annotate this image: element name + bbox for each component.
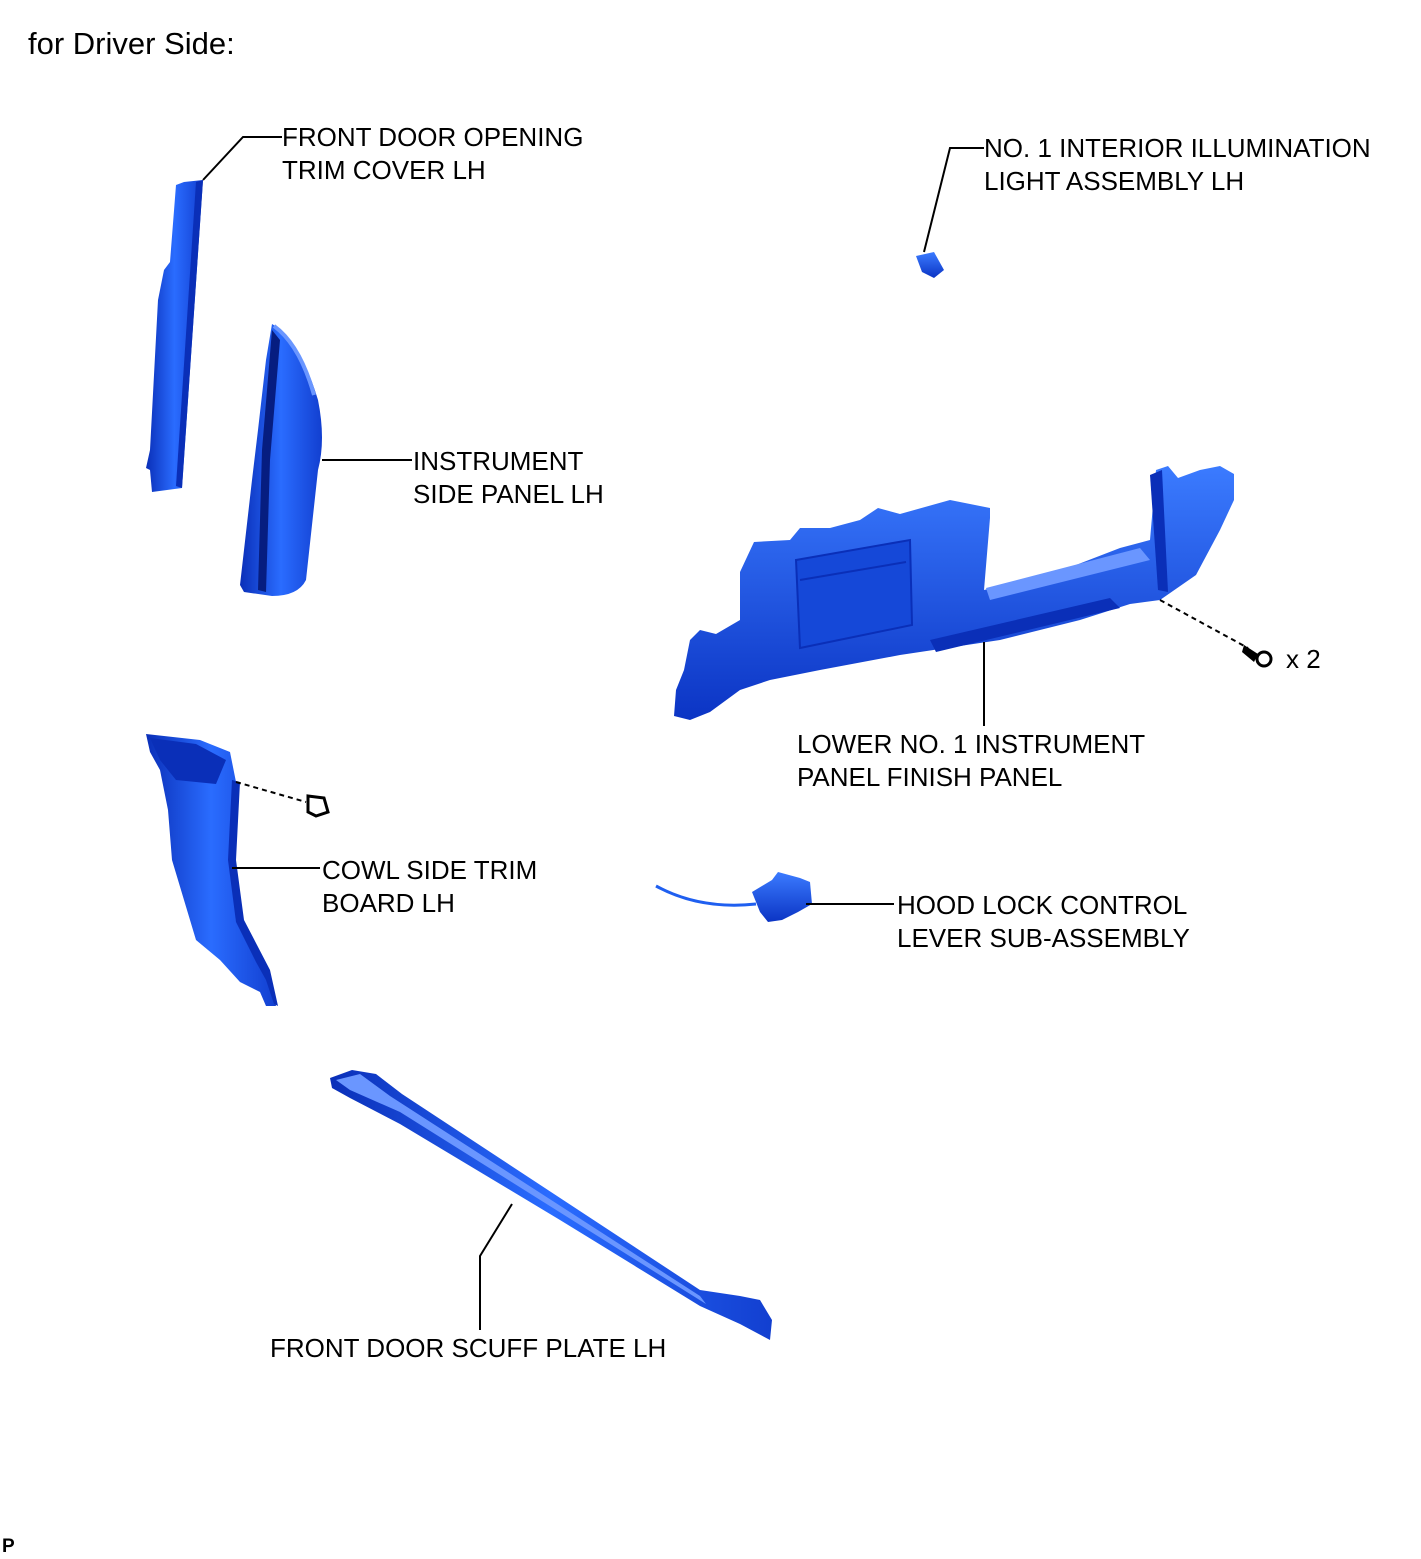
front-door-opening-trim-cover-label: FRONT DOOR OPENING TRIM COVER LH: [282, 121, 583, 187]
instrument-side-panel-label: INSTRUMENT SIDE PANEL LH: [413, 445, 604, 511]
cowl-clip-leader-dashed: [235, 781, 307, 803]
label-line-2: LEVER SUB-ASSEMBLY: [897, 923, 1190, 953]
interior-illumination-light-label: NO. 1 INTERIOR ILLUMINATION LIGHT ASSEMB…: [984, 132, 1371, 198]
label-line-1: INSTRUMENT: [413, 446, 584, 476]
label-line-2: PANEL FINISH PANEL: [797, 762, 1063, 792]
footer-mark: P: [2, 1536, 15, 1557]
label-line-2: SIDE PANEL LH: [413, 479, 604, 509]
lower-finish-panel-label: LOWER NO. 1 INSTRUMENT PANEL FINISH PANE…: [797, 728, 1145, 794]
leader-interior-illumination-light: [923, 147, 984, 253]
label-line-2: BOARD LH: [322, 888, 455, 918]
label-line-1: FRONT DOOR OPENING: [282, 122, 584, 152]
front-door-opening-trim-cover-part: [146, 180, 203, 492]
hood-lock-control-lever-label: HOOD LOCK CONTROL LEVER SUB-ASSEMBLY: [897, 889, 1190, 955]
screw-leader-dashed: [1159, 599, 1249, 649]
label-line-1: NO. 1 INTERIOR ILLUMINATION: [984, 133, 1371, 163]
hood-lock-control-lever-part: [655, 872, 812, 922]
cowl-side-trim-board-part: [146, 734, 278, 1006]
interior-illumination-light-part: [916, 252, 944, 278]
page-heading: for Driver Side:: [28, 26, 235, 61]
label-line-1: FRONT DOOR SCUFF PLATE LH: [270, 1333, 667, 1363]
screw-icon: [1242, 645, 1273, 668]
front-door-scuff-plate-label: FRONT DOOR SCUFF PLATE LH: [270, 1332, 666, 1365]
label-line-1: LOWER NO. 1 INSTRUMENT: [797, 729, 1146, 759]
label-line-2: TRIM COVER LH: [282, 155, 486, 185]
lower-finish-panel-part: [674, 466, 1234, 720]
instrument-side-panel-part: [240, 324, 322, 596]
label-line-1: HOOD LOCK CONTROL: [897, 890, 1188, 920]
screw-quantity-label: x 2: [1286, 644, 1321, 674]
clip-icon: [306, 794, 330, 818]
leader-front-door-opening-trim-cover: [202, 136, 282, 181]
label-line-2: LIGHT ASSEMBLY LH: [984, 166, 1245, 196]
front-door-scuff-plate-part: [330, 1070, 772, 1340]
label-line-1: COWL SIDE TRIM: [322, 855, 538, 885]
leader-front-door-scuff-plate: [479, 1203, 513, 1330]
cowl-side-trim-board-label: COWL SIDE TRIM BOARD LH: [322, 854, 537, 920]
